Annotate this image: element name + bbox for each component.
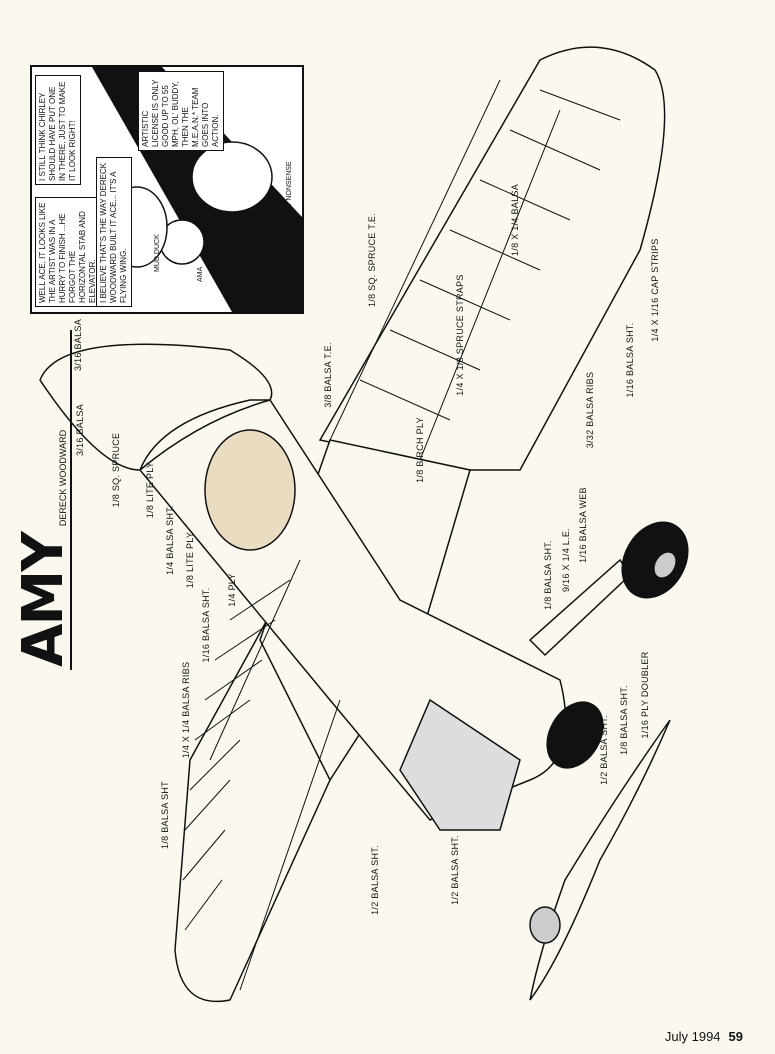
cartoon-footnote: *MAGAZINE EDITORS AGAINST NONSENSE	[286, 161, 293, 307]
speech-bubble-1: WELL ACE, IT LOOKS LIKE THE ARTIST WAS I…	[35, 197, 101, 307]
cap-text: AMA	[197, 266, 204, 282]
page-footer: July 1994 59	[665, 1029, 743, 1044]
callout-label: 1/2 BALSA SHT.	[599, 715, 609, 785]
callout-label: 1/16 BALSA WEB	[578, 487, 588, 563]
callout-label: 3/16 BALSA	[75, 403, 85, 457]
callout-label: 1/16 BALSA SHT.	[625, 322, 635, 398]
wing-ribs-lower	[182, 579, 291, 931]
callout-label: 9/16 x 1/4 L.E.	[561, 527, 571, 593]
page-number: 59	[728, 1029, 743, 1044]
callout-label: 1/8 LITE PLY	[145, 461, 155, 519]
callout-label: 1/8 BALSA SHT.	[619, 685, 629, 755]
article-author: DERECK WOODWARD	[58, 429, 68, 527]
article-title: AMY	[11, 533, 76, 667]
propeller	[529, 719, 671, 1001]
callout-label: 1/8 BALSA SHT	[160, 781, 170, 849]
vertical-fin	[39, 343, 273, 471]
callout-label: 1/16 PLY DOUBLER	[640, 651, 650, 739]
callout-label: 3/16 BALSA	[73, 318, 83, 372]
former-ply	[204, 429, 296, 551]
wheel-left	[546, 701, 604, 769]
callout-label: 1/4 PLY	[227, 573, 237, 607]
callout-label: 1/4 BALSA SHT.	[165, 505, 175, 575]
callout-label: 1/4 x 1/8 SPRUCE STRAPS	[455, 274, 465, 396]
callout-label: 1/8 SQ. SPRUCE	[111, 432, 121, 508]
issue-date: July 1994	[664, 1029, 721, 1044]
callout-label: 3/8 BALSA T.E.	[323, 342, 333, 408]
callout-label: 1/4 x 1/16 CAP STRIPS	[650, 238, 660, 342]
callout-label: 1/2 BALSA SHT.	[450, 835, 460, 905]
engine	[399, 698, 521, 831]
title-rule	[70, 330, 72, 670]
callout-label: 1/8 SQ. SPRUCE T.E.	[367, 212, 377, 308]
callout-label: 3/32 BALSA RIBS	[585, 371, 595, 449]
right-wing-panel	[318, 46, 666, 471]
callout-label: 1/16 BALSA SHT.	[201, 587, 211, 663]
speech-bubble-3: I BELIEVE THAT'S THE WAY DERECK WOODWARD…	[96, 157, 132, 307]
callout-label: 1/2 BALSA SHT.	[370, 845, 380, 915]
callout-label: 1/8 LITE PLY	[185, 531, 195, 589]
shirt-text: MUD DUCK	[154, 234, 161, 272]
wing-ribs-upper	[359, 89, 621, 421]
speech-bubble-4: ARTISTIC LICENSE IS ONLY GOOD UP TO 55 M…	[138, 71, 224, 151]
speech-bubble-2: I STILL THINK CHIRLEY SHOULD HAVE PUT ON…	[35, 75, 81, 185]
callout-label: 1/8 BIRCH PLY	[415, 417, 425, 483]
wheel-hub	[653, 551, 677, 579]
callout-label: 1/8 x 1/4 BALSA	[510, 183, 520, 257]
callout-label: 1/4 x 1/4 BALSA RIBS	[181, 661, 191, 759]
spinner	[529, 906, 561, 944]
callout-label: 1/8 BALSA SHT.	[543, 540, 553, 610]
cartoon-panel: WELL ACE, IT LOOKS LIKE THE ARTIST WAS I…	[30, 65, 304, 314]
wheel-right	[621, 521, 689, 599]
wing-spars	[209, 79, 561, 991]
